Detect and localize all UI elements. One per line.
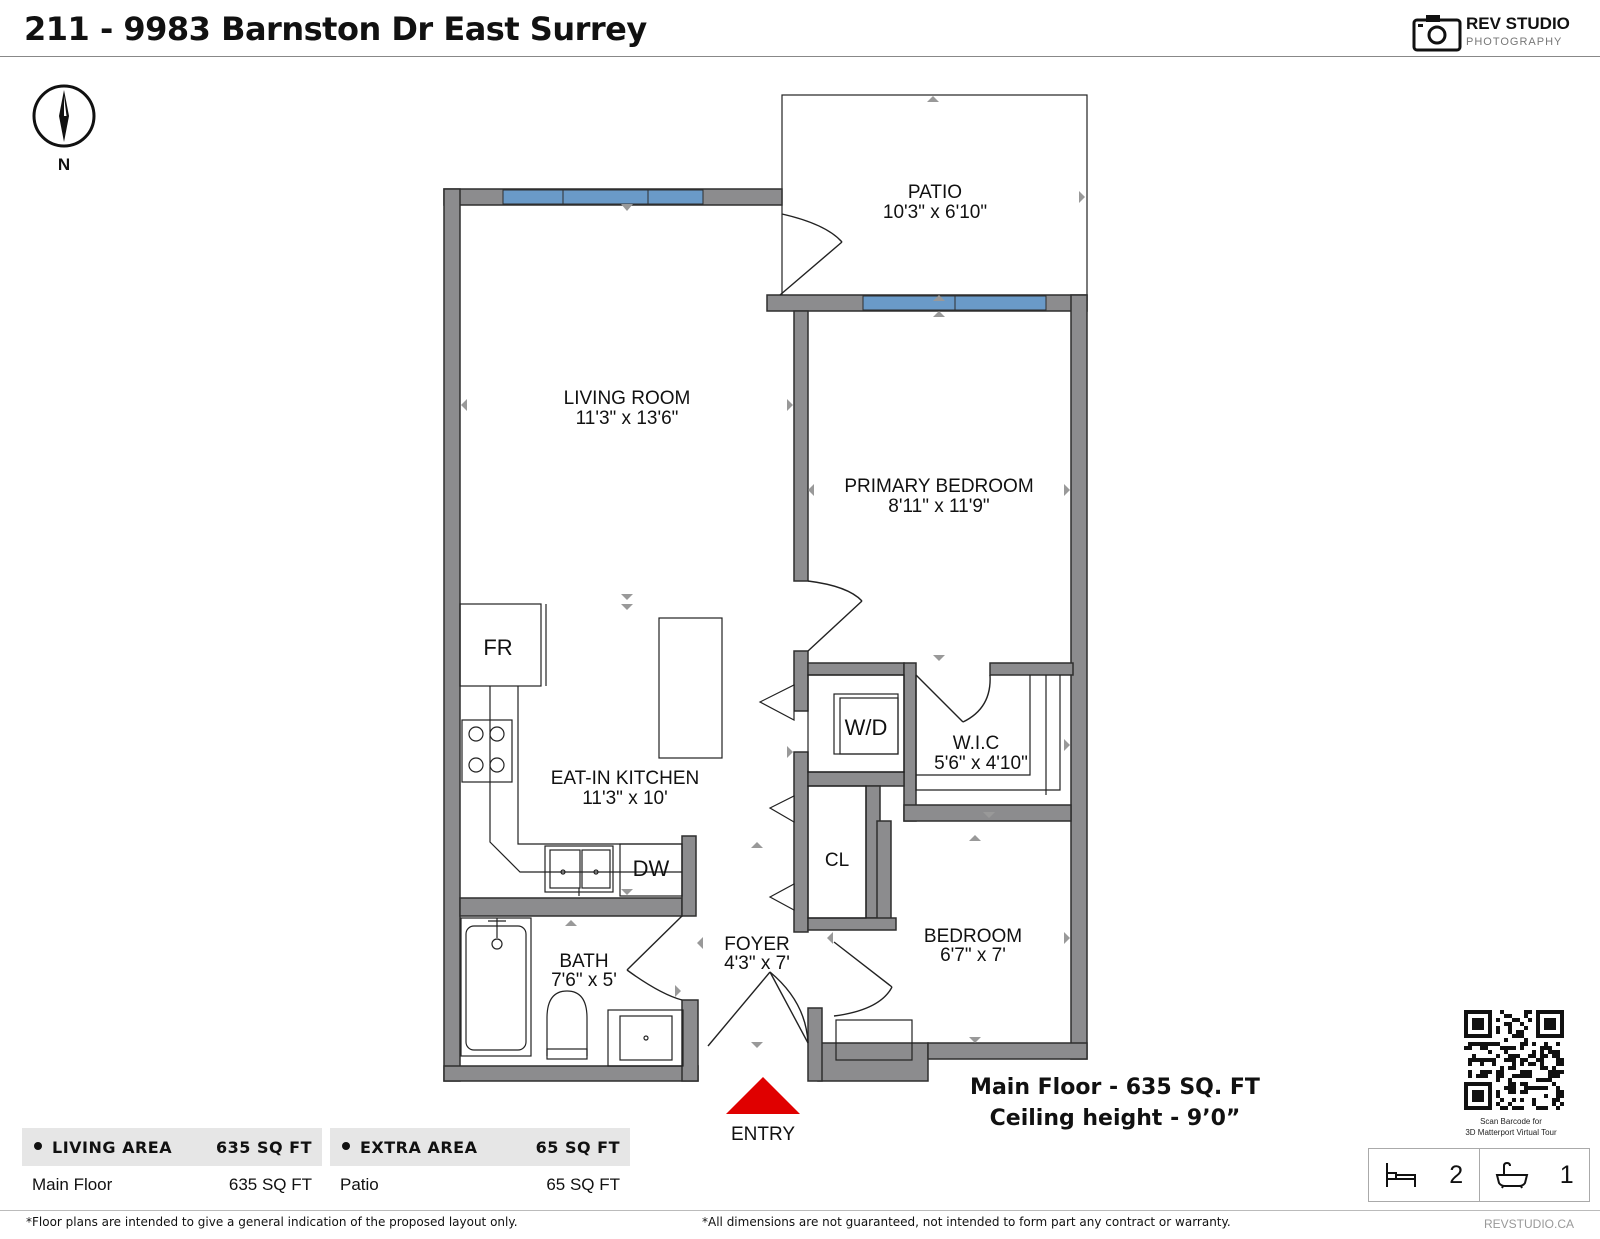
door-swings bbox=[626, 213, 991, 1047]
page-title: 211 - 9983 Barnston Dr East Surrey bbox=[24, 10, 647, 48]
entry-label: ENTRY bbox=[731, 1124, 795, 1145]
bedroom-desk bbox=[835, 1019, 913, 1061]
camera-icon bbox=[1412, 15, 1462, 52]
extra-area-row-label: Patio bbox=[340, 1175, 379, 1194]
extra-area-title: EXTRA AREA bbox=[360, 1137, 478, 1157]
bedroom-count: 2 bbox=[1449, 1160, 1464, 1189]
vanity-sink bbox=[607, 1009, 684, 1067]
bed-icon bbox=[1386, 1163, 1417, 1187]
foyer-dims: 4'3" x 7' bbox=[724, 953, 790, 974]
primary-bedroom-dims: 8'11" x 11'9" bbox=[888, 496, 989, 517]
room-counts: 2 1 bbox=[1368, 1148, 1590, 1202]
washer-dryer bbox=[833, 693, 899, 755]
living-room-dims: 11'3" x 13'6" bbox=[576, 408, 679, 429]
disclaimer-right: *All dimensions are not guaranteed, not … bbox=[702, 1215, 1231, 1229]
closet-label: CL bbox=[825, 850, 849, 871]
fridge-label: FR bbox=[483, 635, 512, 660]
kitchen-dims: 11'3" x 10' bbox=[582, 788, 667, 809]
living-area-header: LIVING AREA 635 SQ FT bbox=[22, 1128, 322, 1166]
header-divider bbox=[0, 56, 1600, 57]
extra-area-header: EXTRA AREA 65 SQ FT bbox=[330, 1128, 630, 1166]
patio-dims: 10'3" x 6'10" bbox=[883, 202, 987, 223]
kitchen-sink bbox=[544, 845, 614, 896]
living-room-name: LIVING ROOM bbox=[564, 388, 691, 409]
living-area-total: 635 SQ FT bbox=[215, 1137, 312, 1157]
bedroom-name: BEDROOM bbox=[924, 926, 1022, 947]
ceiling-height-line: Ceiling height - 9’0” bbox=[989, 1106, 1241, 1131]
kitchen-island bbox=[658, 617, 723, 759]
primary-bedroom-name: PRIMARY BEDROOM bbox=[844, 476, 1033, 497]
bedroom-dims: 6'7" x 7' bbox=[940, 945, 1006, 966]
bath-name: BATH bbox=[559, 951, 608, 972]
bath-dims: 7'6" x 5' bbox=[551, 970, 617, 991]
qr-caption: Scan Barcode for 3D Matterport Virtual T… bbox=[1465, 1117, 1557, 1137]
fridge bbox=[459, 603, 547, 687]
extra-area-table: EXTRA AREA 65 SQ FT Patio 65 SQ FT bbox=[330, 1128, 630, 1204]
living-area-row: Main Floor 635 SQ FT bbox=[22, 1166, 322, 1204]
brand-subtitle: PHOTOGRAPHY bbox=[1466, 36, 1563, 48]
kitchen-name: EAT-IN KITCHEN bbox=[551, 768, 700, 789]
floor-area-line: Main Floor - 635 SQ. FT bbox=[970, 1075, 1260, 1100]
floor-info: Main Floor - 635 SQ. FT Ceiling height -… bbox=[960, 1072, 1270, 1134]
dishwasher-label: DW bbox=[633, 856, 670, 881]
website-link[interactable]: REVSTUDIO.CA bbox=[1483, 1217, 1574, 1231]
extra-area-row-value: 65 SQ FT bbox=[546, 1175, 620, 1194]
bathtub bbox=[460, 917, 532, 1057]
living-area-table: LIVING AREA 635 SQ FT Main Floor 635 SQ … bbox=[22, 1128, 322, 1204]
living-area-title: LIVING AREA bbox=[52, 1137, 173, 1157]
compass: N bbox=[32, 84, 96, 174]
disclaimer-left: *Floor plans are intended to give a gene… bbox=[26, 1215, 518, 1229]
bathroom-count: 1 bbox=[1559, 1160, 1574, 1189]
toilet bbox=[546, 990, 588, 1060]
brand-name: REV STUDIO bbox=[1466, 14, 1570, 33]
bullet-icon bbox=[34, 1142, 42, 1150]
living-area-row-label: Main Floor bbox=[32, 1175, 113, 1194]
patio-name: PATIO bbox=[908, 182, 962, 203]
bullet-icon bbox=[342, 1142, 350, 1150]
dishwasher bbox=[619, 843, 683, 897]
entry-arrow bbox=[726, 1077, 800, 1114]
bathtub-icon bbox=[1495, 1161, 1529, 1189]
stove bbox=[461, 719, 513, 783]
extra-area-total: 65 SQ FT bbox=[535, 1137, 620, 1157]
footer-divider bbox=[0, 1210, 1600, 1211]
washer-dryer-label: W/D bbox=[845, 715, 888, 740]
extra-area-row: Patio 65 SQ FT bbox=[330, 1166, 630, 1204]
qr-code bbox=[1464, 1010, 1564, 1110]
compass-label: N bbox=[58, 155, 70, 174]
living-area-row-value: 635 SQ FT bbox=[228, 1175, 312, 1194]
foyer-name: FOYER bbox=[724, 934, 789, 955]
wic-name: W.I.C bbox=[953, 733, 999, 754]
brand-logo: REV STUDIO PHOTOGRAPHY bbox=[1412, 12, 1588, 52]
wic-dims: 5'6" x 4'10" bbox=[934, 753, 1028, 774]
